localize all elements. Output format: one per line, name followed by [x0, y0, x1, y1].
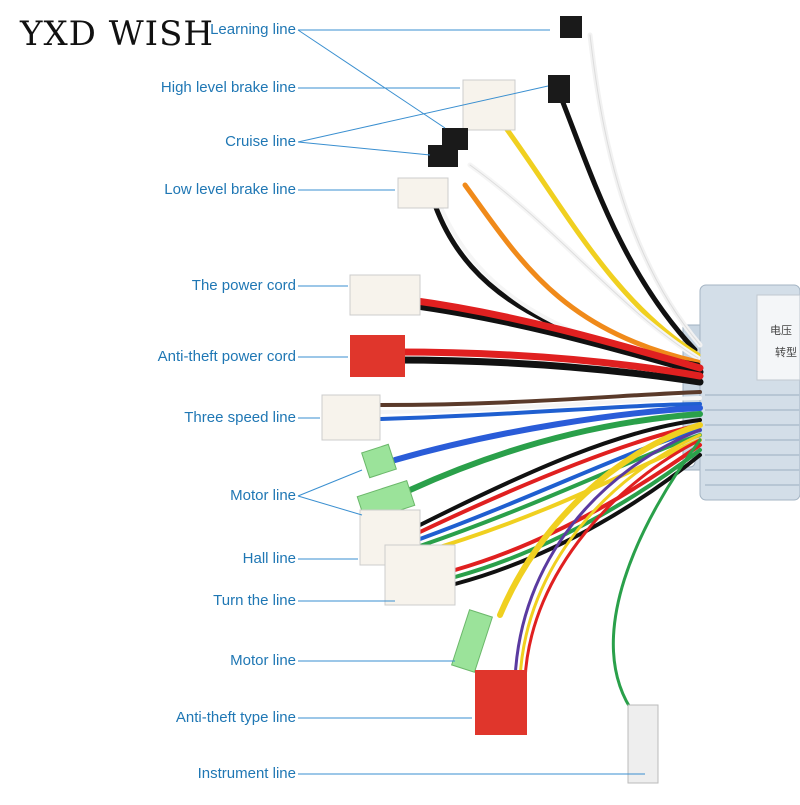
- label-high-level-brake-line: High level brake line: [160, 79, 296, 96]
- controller-sticker-line2: 转型: [775, 347, 797, 359]
- label-turn-the-line: Turn the line: [213, 592, 296, 609]
- anti-theft-power-connector: [350, 335, 405, 377]
- turn-connector: [384, 544, 456, 606]
- controller-sticker-line1: 电压: [770, 325, 792, 337]
- cruise-connector: [442, 128, 468, 150]
- label-motor-line-lower: Motor line: [230, 652, 296, 669]
- label-power-cord: The power cord: [191, 277, 296, 294]
- controller-sticker: [756, 294, 800, 381]
- three-speed-connector: [321, 394, 381, 441]
- learning-connector: [560, 16, 582, 38]
- leader-lines: [297, 29, 645, 775]
- wire-bundle: [378, 32, 704, 717]
- motor-upper-connector-1: [361, 443, 397, 479]
- label-anti-theft-type-line: Anti-theft type line: [175, 709, 296, 726]
- low-brake-connector: [397, 177, 449, 209]
- high-brake-connector-black: [548, 75, 570, 103]
- controller-unit: [682, 284, 800, 501]
- label-motor-line-upper: Motor line: [230, 487, 296, 504]
- label-cruise-line: Cruise line: [225, 133, 296, 150]
- brand-watermark: YXD WISH: [20, 14, 215, 54]
- high-brake-connector-white: [462, 79, 516, 131]
- label-three-speed-line: Three speed line: [184, 409, 296, 426]
- label-anti-theft-power-cord: Anti-theft power cord: [157, 348, 296, 365]
- connectors: [321, 16, 659, 784]
- instrument-connector: [627, 704, 659, 784]
- motor-lower-connector: [450, 609, 494, 673]
- label-hall-line: Hall line: [242, 550, 296, 567]
- label-instrument-line: Instrument line: [197, 765, 296, 782]
- power-cord-connector: [349, 274, 421, 316]
- label-low-level-brake-line: Low level brake line: [164, 181, 296, 198]
- anti-theft-type-connector: [475, 670, 527, 735]
- label-learning-line: Learning line: [210, 21, 296, 38]
